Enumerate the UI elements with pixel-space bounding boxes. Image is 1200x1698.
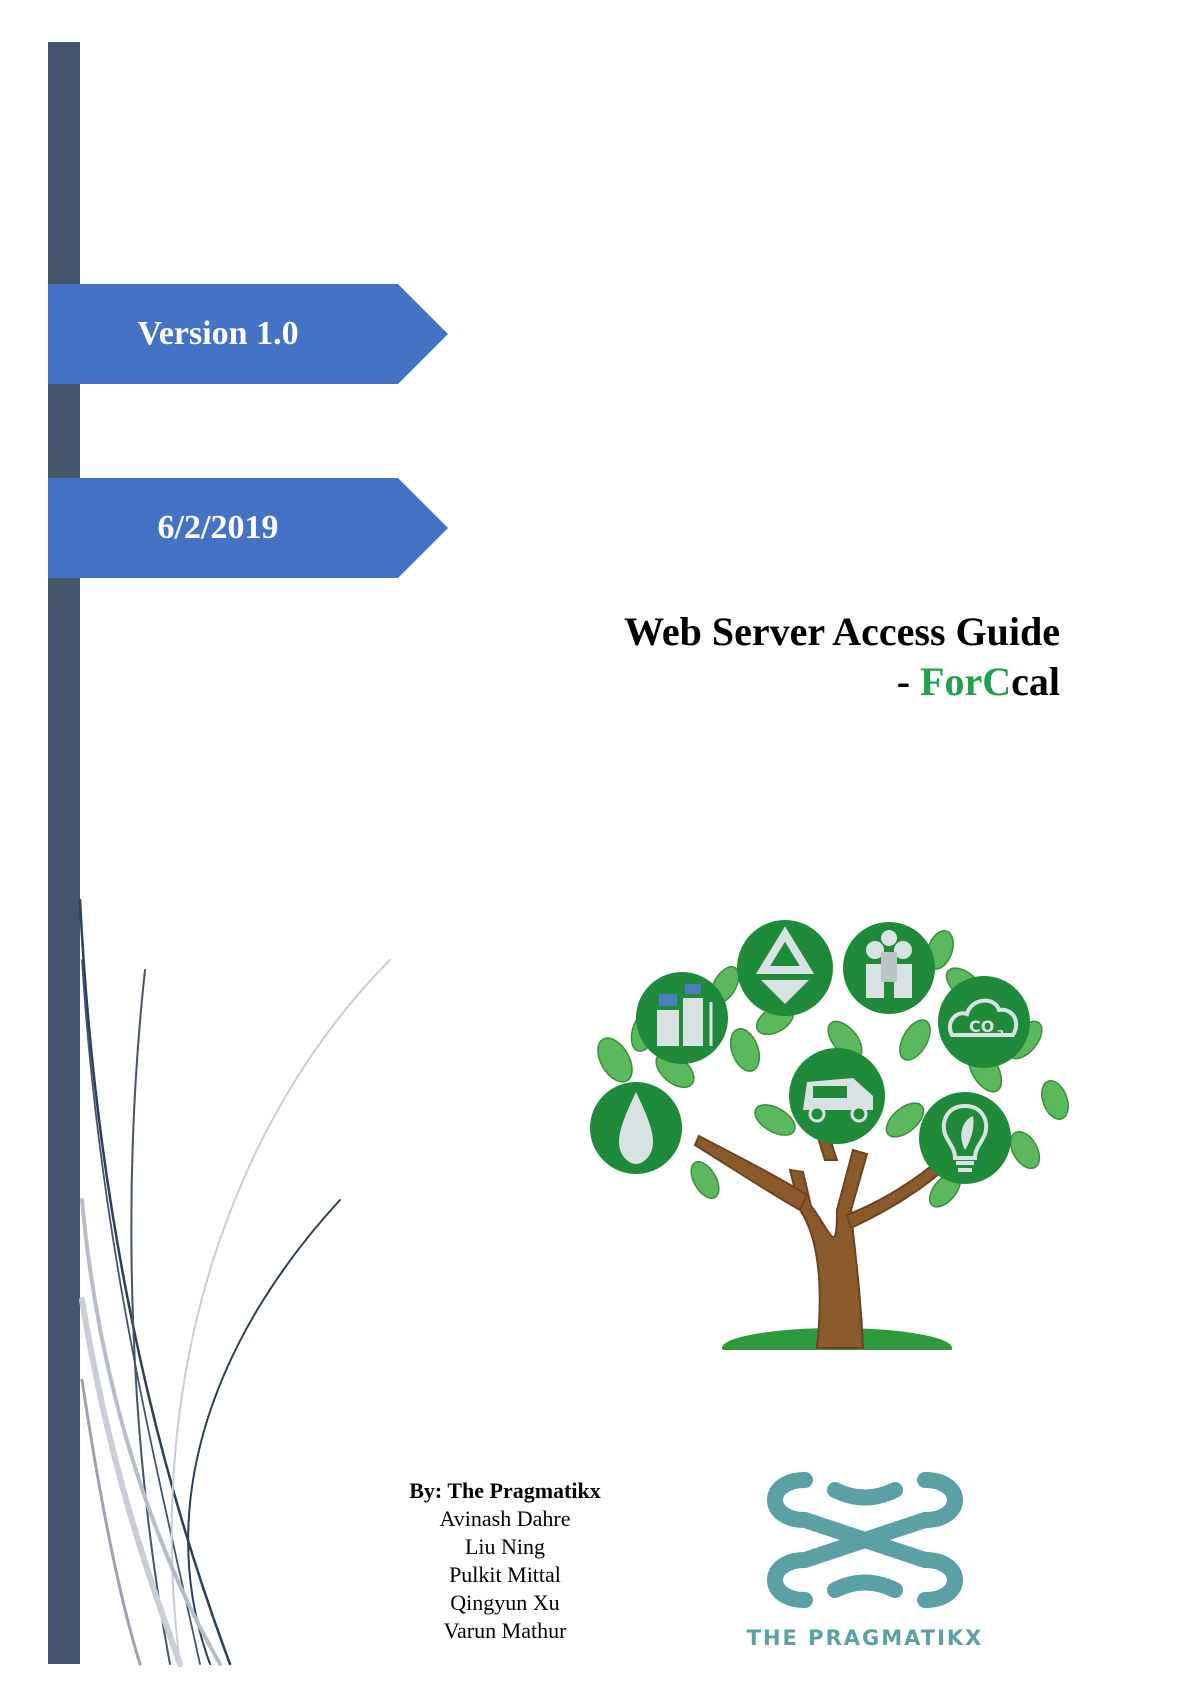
recycle-icon	[737, 920, 833, 1016]
subtitle-dash: -	[896, 659, 921, 704]
banner-arrow-shape	[48, 478, 448, 578]
banner-arrow-shape	[48, 284, 448, 384]
co2-cloud-icon: CO 2	[938, 976, 1030, 1068]
svg-text:2: 2	[997, 1029, 1004, 1040]
sustainability-tree-illustration: CO 2	[590, 920, 1069, 1350]
authors-block: By: The Pragmatikx Avinash Dahre Liu Nin…	[380, 1477, 630, 1645]
logo-wordmark: THE PRAGMATIKX	[746, 1626, 984, 1650]
people-icon	[843, 922, 935, 1014]
author-name: Avinash Dahre	[439, 1506, 571, 1531]
document-subtitle: - ForCcal	[624, 656, 1060, 708]
solar-building-icon	[636, 972, 728, 1064]
date-banner: 6/2/2019	[48, 478, 448, 578]
subtitle-green-part: ForC	[920, 659, 1012, 704]
author-name: Pulkit Mittal	[449, 1562, 561, 1587]
pragmatikx-logo	[767, 1472, 963, 1608]
author-name: Qingyun Xu	[450, 1590, 560, 1615]
decorative-curves	[78, 898, 391, 1667]
water-drop-icon	[590, 1082, 682, 1174]
car-icon	[789, 1048, 885, 1144]
date-label: 6/2/2019	[157, 509, 279, 546]
title-block: Web Server Access Guide - ForCcal	[624, 608, 1060, 708]
svg-text:CO: CO	[969, 1017, 994, 1036]
version-label: Version 1.0	[137, 315, 299, 352]
lightbulb-leaf-icon	[919, 1092, 1011, 1184]
authors-heading: By: The Pragmatikx	[409, 1478, 601, 1503]
version-banner: Version 1.0	[48, 284, 448, 384]
author-name: Varun Mathur	[443, 1618, 567, 1643]
author-name: Liu Ning	[464, 1534, 546, 1559]
subtitle-rest-part: cal	[1011, 659, 1060, 704]
document-title: Web Server Access Guide	[624, 609, 1060, 654]
